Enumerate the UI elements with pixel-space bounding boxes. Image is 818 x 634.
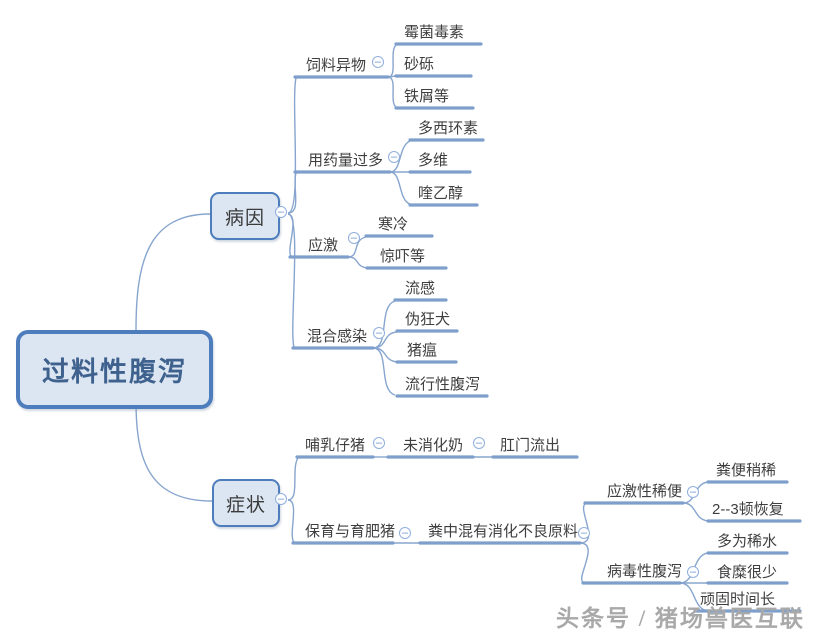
collapse-icon[interactable]: − [473, 437, 485, 449]
watermark-text: 头条号 / 猪场兽医互联 [556, 606, 805, 631]
node-symptom-label: 症状 [225, 494, 266, 516]
topic-feces-undigested-feed[interactable]: 粪中混有消化不良原料 [428, 523, 579, 540]
topic-epidemic-diarrhea[interactable]: 流行性腹泻 [405, 376, 481, 393]
collapse-icon[interactable]: − [578, 527, 590, 539]
topic-recover-2-3-meals[interactable]: 2--3顿恢复 [712, 501, 784, 518]
topic-undigested-milk[interactable]: 未消化奶 [403, 437, 464, 454]
topic-little-chyme[interactable]: 食糜很少 [717, 564, 778, 581]
topic-swine-fever[interactable]: 猪瘟 [407, 342, 438, 359]
collapse-icon[interactable]: − [275, 493, 287, 505]
topic-doxycycline[interactable]: 多西环素 [418, 120, 479, 137]
topic-fright[interactable]: 惊吓等 [380, 248, 426, 265]
topic-stress[interactable]: 应激 [308, 237, 339, 254]
topic-nursery-fattening[interactable]: 保育与育肥猪 [305, 523, 396, 540]
topic-viral-diarrhea[interactable]: 病毒性腹泻 [607, 563, 683, 580]
topic-multivitamin[interactable]: 多维 [418, 152, 449, 169]
collapse-icon[interactable]: − [399, 527, 411, 539]
collapse-icon[interactable]: − [372, 56, 384, 68]
topic-cold[interactable]: 寒冷 [378, 216, 409, 233]
topic-anus-outflow[interactable]: 肛门流出 [500, 437, 561, 454]
topic-gravel[interactable]: 砂砾 [404, 56, 435, 73]
topic-persists-long[interactable]: 顽固时间长 [700, 591, 776, 608]
topic-feed-foreign-matter[interactable]: 饲料异物 [306, 57, 367, 74]
topic-olaquindox[interactable]: 喹乙醇 [418, 185, 464, 202]
collapse-icon[interactable]: − [373, 437, 385, 449]
collapse-icon[interactable]: − [687, 566, 699, 578]
collapse-icon[interactable]: − [348, 232, 360, 244]
topic-iron-filings[interactable]: 铁屑等 [404, 88, 450, 105]
collapse-icon[interactable]: − [388, 151, 400, 163]
collapse-icon[interactable]: − [373, 327, 385, 339]
node-cause-label: 病因 [224, 207, 265, 229]
topic-mostly-watery[interactable]: 多为稀水 [717, 533, 778, 550]
root-node-label: 过料性腹泻 [42, 357, 187, 387]
topic-mixed-infection[interactable]: 混合感染 [307, 328, 368, 345]
topic-flu[interactable]: 流感 [405, 280, 436, 297]
topic-slightly-thin-feces[interactable]: 粪便稍稀 [716, 462, 777, 479]
topic-overmedication[interactable]: 用药量过多 [308, 152, 384, 169]
topic-mold-toxin[interactable]: 霉菌毒素 [404, 24, 465, 41]
collapse-icon[interactable]: − [687, 486, 699, 498]
node-symptom[interactable]: 症状 [212, 479, 280, 527]
topic-stress-loose-stool[interactable]: 应激性稀便 [607, 483, 683, 500]
collapse-icon[interactable]: − [275, 206, 287, 218]
topic-suckling-piglet[interactable]: 哺乳仔猪 [305, 437, 366, 454]
root-node[interactable]: 过料性腹泻 [16, 330, 213, 409]
node-cause[interactable]: 病因 [210, 192, 280, 240]
topic-pseudorabies[interactable]: 伪狂犬 [405, 311, 451, 328]
